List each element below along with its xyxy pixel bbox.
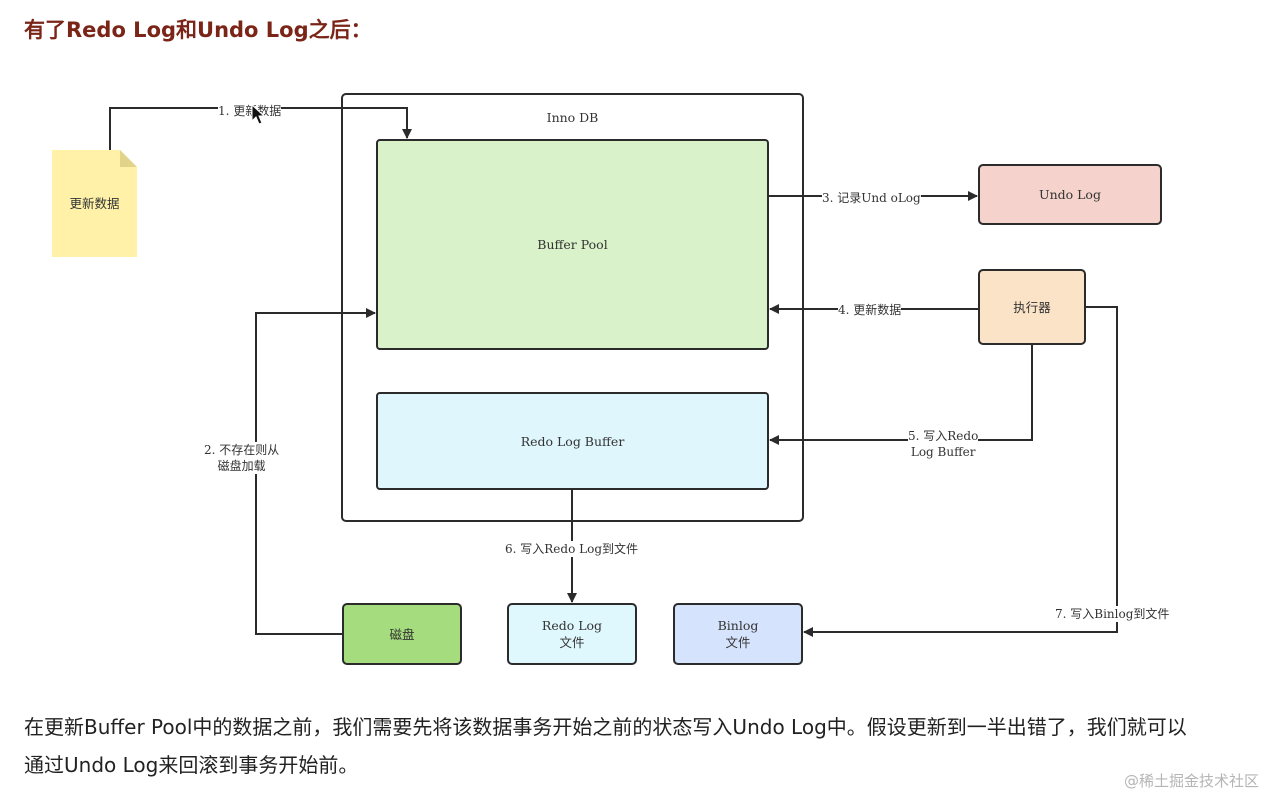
edge-1-label: 1. 更新数据 [218, 103, 282, 119]
edge-7-line [803, 306, 1118, 637]
innodb-flow-diagram [52, 93, 1162, 665]
edge-2-label: 2. 不存在则从 磁盘加载 [204, 442, 280, 474]
update-data-note [52, 150, 137, 257]
watermark: @稀土掘金技术社区 [1123, 772, 1259, 790]
executor-label: 执行器 [1013, 299, 1051, 315]
edge-4-label: 4. 更新数据 [838, 302, 902, 318]
redo-log-file-label-line2: 文件 [559, 635, 585, 650]
redo-log-buffer-label: Redo Log Buffer [520, 433, 625, 449]
undo-log-box [978, 164, 1162, 225]
edge-7-label: 7. 写入Binlog到文件 [1055, 606, 1170, 622]
redo-log-file-label-line1: Redo Log [541, 618, 603, 633]
edge-5-label: 5. 写入Redo Log Buffer [908, 428, 979, 460]
redo-log-file-label: Redo Log 文件 [508, 604, 636, 664]
edge-6-label: 6. 写入Redo Log到文件 [505, 541, 638, 557]
update-data-note-label: 更新数据 [69, 196, 120, 211]
buffer-pool-box [376, 139, 769, 350]
edge-5-label-line2: Log Buffer [910, 445, 976, 459]
undo-log-label: Undo Log [1039, 187, 1101, 202]
explanation-paragraph: 在更新Buffer Pool中的数据之前，我们需要先将该数据事务开始之前的状态写… [24, 715, 1187, 777]
edge-2-label-line1: 2. 不存在则从 [204, 443, 280, 457]
edge-2-label-line2: 磁盘加载 [217, 459, 266, 473]
edge-5-line [769, 344, 1033, 445]
page-heading: 有了Redo Log和Undo Log之后： [24, 18, 372, 42]
binlog-file-box [673, 603, 803, 665]
buffer-pool-label: Buffer Pool [537, 237, 608, 252]
binlog-file-label: Binlog 文件 [674, 604, 802, 664]
edge-5-label-line1: 5. 写入Redo [908, 429, 979, 443]
redo-log-file-box [507, 603, 637, 665]
disk-label: 磁盘 [389, 626, 415, 642]
edge-3-label: 3. 记录Und oLog [822, 190, 921, 206]
binlog-file-label-line1: Binlog [717, 618, 759, 633]
innodb-label: Inno DB [546, 109, 599, 125]
mouse-pointer-icon [251, 104, 265, 125]
note-fold-corner [120, 150, 137, 167]
binlog-file-label-line2: 文件 [725, 635, 751, 650]
